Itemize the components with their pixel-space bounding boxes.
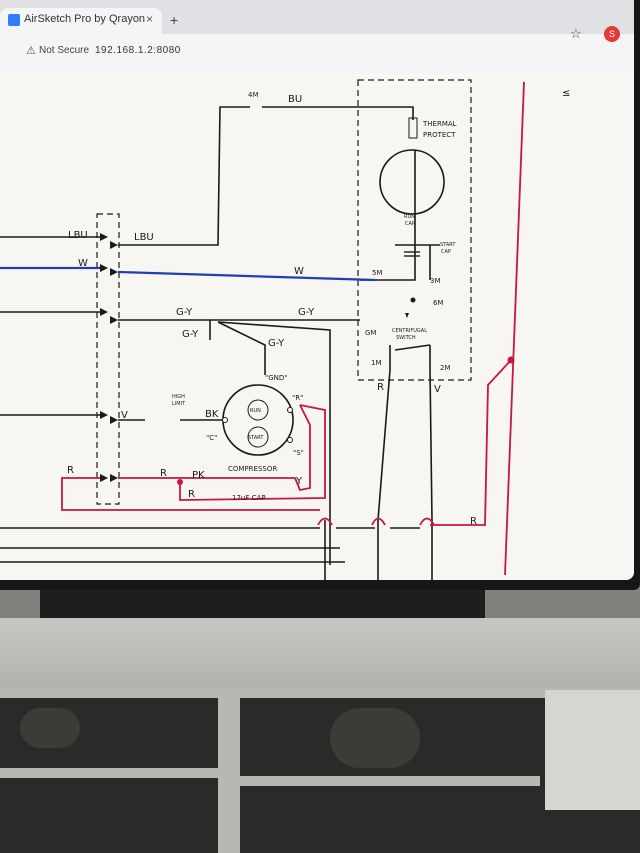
terminal-2m: 2M bbox=[440, 364, 451, 372]
wire-label-gy-ground: G-Y bbox=[182, 329, 199, 340]
wire-label-w-left: W bbox=[78, 258, 88, 269]
wire-label-lbu-right: LBU bbox=[134, 232, 154, 243]
red-wires bbox=[61, 81, 525, 576]
wire-label-pk: PK bbox=[192, 470, 205, 481]
wire-label-gy-right: G-Y bbox=[298, 307, 315, 318]
run-cap-label-1: RUN bbox=[404, 214, 415, 220]
cabinet-door bbox=[545, 690, 640, 810]
bookmark-star-icon[interactable]: ☆ bbox=[570, 26, 582, 41]
terminal-r: "R" bbox=[292, 394, 303, 402]
new-tab-button[interactable]: + bbox=[170, 12, 179, 28]
compressor-start-winding: START bbox=[248, 435, 264, 441]
terminal-1m: 1M bbox=[371, 359, 382, 367]
wiring-diagram-canvas: LBU LBU W W G-Y G-Y G-Y G-Y V R R R R R … bbox=[0, 72, 634, 580]
centrifugal-label-2: SWITCH bbox=[396, 335, 416, 341]
wire-label-v-switch: V bbox=[434, 384, 441, 395]
wire-label-gy-down: G-Y bbox=[268, 338, 285, 349]
wire-label-lbu-left: LBU bbox=[68, 230, 88, 241]
compressor-label: COMPRESSOR bbox=[228, 465, 277, 473]
tab-title: AirSketch Pro by Qrayon bbox=[24, 13, 146, 25]
wire-label-r-bottom: R bbox=[188, 489, 195, 500]
wire-label-r-switch: R bbox=[377, 382, 384, 393]
terminal-5m: 5M bbox=[372, 269, 383, 277]
terminal-gm: GM bbox=[365, 329, 376, 337]
black-wires bbox=[0, 106, 440, 580]
compressor-run-winding: RUN bbox=[250, 408, 261, 414]
thermal-protect-label-1: THERMAL bbox=[422, 120, 457, 128]
browser-tab-bar: AirSketch Pro by Qrayon × + bbox=[0, 0, 634, 34]
terminal-gnd: "GND" bbox=[265, 374, 288, 382]
start-cap-label-1: START bbox=[440, 242, 456, 248]
wire-label-r-left: R bbox=[67, 465, 74, 476]
wire-label-gy-top: G-Y bbox=[176, 307, 193, 318]
url-text[interactable]: 192.168.1.2:8080 bbox=[95, 45, 181, 56]
app-favicon-icon bbox=[8, 14, 20, 26]
fan-motor-symbol bbox=[379, 117, 445, 351]
terminal-6m: 6M bbox=[433, 299, 444, 307]
run-cap-label-2: CAP bbox=[405, 221, 415, 227]
media-cabinet bbox=[0, 688, 640, 853]
browser-tab[interactable]: AirSketch Pro by Qrayon × bbox=[0, 8, 162, 34]
terminal-c: "C" bbox=[206, 434, 217, 442]
tv-shelf bbox=[0, 618, 640, 688]
centrifugal-label-1: CENTRIFUGAL bbox=[392, 328, 427, 334]
side-mark: ≤ bbox=[562, 88, 570, 99]
address-bar[interactable]: ⚠ Not Secure 192.168.1.2:8080 bbox=[0, 34, 634, 73]
wire-label-bu: BU bbox=[288, 94, 302, 105]
thermal-protect-label-2: PROTECT bbox=[423, 131, 456, 139]
wire-label-r-right: R bbox=[470, 516, 477, 527]
high-limit-label-1: HIGH bbox=[172, 394, 185, 400]
tab-close-icon[interactable]: × bbox=[146, 12, 154, 26]
terminal-4m: 4M bbox=[248, 91, 259, 99]
high-limit-label-2: LIMIT bbox=[172, 401, 186, 407]
security-label[interactable]: Not Secure bbox=[39, 45, 90, 56]
blue-wire bbox=[0, 266, 376, 282]
cap-17uf-label: 17uF CAP bbox=[232, 494, 266, 502]
terminal-3m: 3M bbox=[430, 277, 441, 285]
compressor-symbol bbox=[222, 384, 294, 456]
wire-label-r-mid: R bbox=[160, 468, 167, 479]
wire-label-v-left: V bbox=[121, 410, 128, 421]
tv-screen: AirSketch Pro by Qrayon × + ⚠ Not Secure… bbox=[0, 0, 634, 580]
wire-label-y: Y bbox=[295, 476, 303, 487]
start-cap-label-2: CAP bbox=[441, 249, 451, 255]
wire-label-bk: BK bbox=[205, 409, 219, 420]
terminal-s: "S" bbox=[293, 449, 304, 457]
warning-icon[interactable]: ⚠ bbox=[26, 45, 36, 57]
wire-label-w-right: W bbox=[294, 266, 304, 277]
profile-avatar[interactable]: S bbox=[604, 26, 620, 42]
